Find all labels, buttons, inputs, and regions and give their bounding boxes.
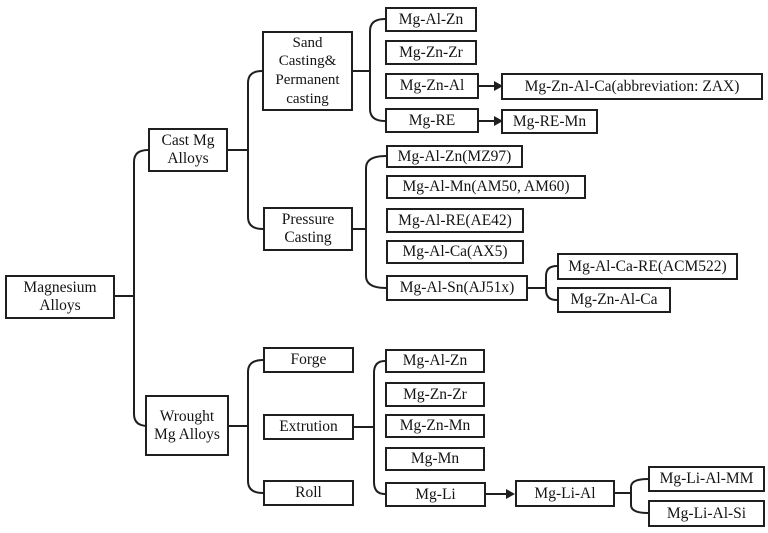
edge-mgli-al-children — [615, 478, 649, 514]
node-mg-al-zn-mz97: Mg-Al-Zn(MZ97) — [386, 145, 523, 168]
arrow-mgre-to-mgremn — [479, 116, 503, 126]
node-forge: Forge — [263, 347, 354, 373]
node-wrought-mg-mn: Mg-Mn — [385, 447, 485, 471]
node-wrought-mg-zn-mn: Mg-Zn-Mn — [385, 414, 485, 438]
node-magnesium-alloys: Magnesium Alloys — [5, 275, 115, 319]
node-mg-li-al: Mg-Li-Al — [515, 480, 615, 507]
node-extrution: Extrution — [263, 414, 354, 440]
node-pressure-casting: Pressure Casting — [263, 207, 353, 251]
node-cast-mg-alloys: Cast Mg Alloys — [148, 128, 228, 172]
node-sand-mg-zn-zr: Mg-Zn-Zr — [385, 40, 477, 65]
node-mg-al-ca-re-acm522: Mg-Al-Ca-RE(ACM522) — [557, 253, 738, 280]
edge-aj51x-children — [528, 265, 558, 301]
node-mg-al-sn-aj51x: Mg-Al-Sn(AJ51x) — [386, 275, 528, 301]
edge-cast-children — [228, 70, 264, 230]
edge-extrution-children — [354, 360, 386, 495]
node-sand-mg-zn-al: Mg-Zn-Al — [385, 73, 479, 99]
node-mg-zn-al-ca-zax: Mg-Zn-Al-Ca(abbreviation: ZAX) — [501, 73, 763, 100]
node-sand-mg-al-zn: Mg-Al-Zn — [385, 7, 477, 32]
node-mg-al-re-ae42: Mg-Al-RE(AE42) — [386, 208, 524, 233]
node-mg-li-al-si: Mg-Li-Al-Si — [648, 500, 765, 527]
edge-root-children — [115, 149, 149, 427]
node-wrought-mg-alloys: Wrought Mg Alloys — [145, 395, 229, 456]
arrow-mgli-to-mglial — [486, 489, 515, 499]
edge-sand-children — [353, 18, 386, 122]
node-mg-al-mn-am50-am60: Mg-Al-Mn(AM50, AM60) — [386, 175, 586, 199]
node-mg-al-ca-ax5: Mg-Al-Ca(AX5) — [386, 240, 524, 264]
node-wrought-mg-li: Mg-Li — [385, 482, 486, 507]
node-sand-permanent-casting: Sand Casting& Permanent casting — [262, 31, 353, 111]
edge-pressure-children — [353, 155, 387, 289]
arrow-mgznal-to-zax — [479, 81, 503, 91]
node-mg-zn-al-ca: Mg-Zn-Al-Ca — [557, 287, 671, 313]
node-roll: Roll — [263, 480, 354, 506]
node-sand-mg-re: Mg-RE — [385, 108, 479, 133]
node-wrought-mg-al-zn: Mg-Al-Zn — [385, 349, 485, 373]
node-mg-li-al-mm: Mg-Li-Al-MM — [648, 466, 765, 492]
node-mg-re-mn: Mg-RE-Mn — [501, 109, 598, 134]
node-wrought-mg-zn-zr: Mg-Zn-Zr — [385, 382, 485, 407]
edge-wrought-children — [229, 359, 264, 494]
